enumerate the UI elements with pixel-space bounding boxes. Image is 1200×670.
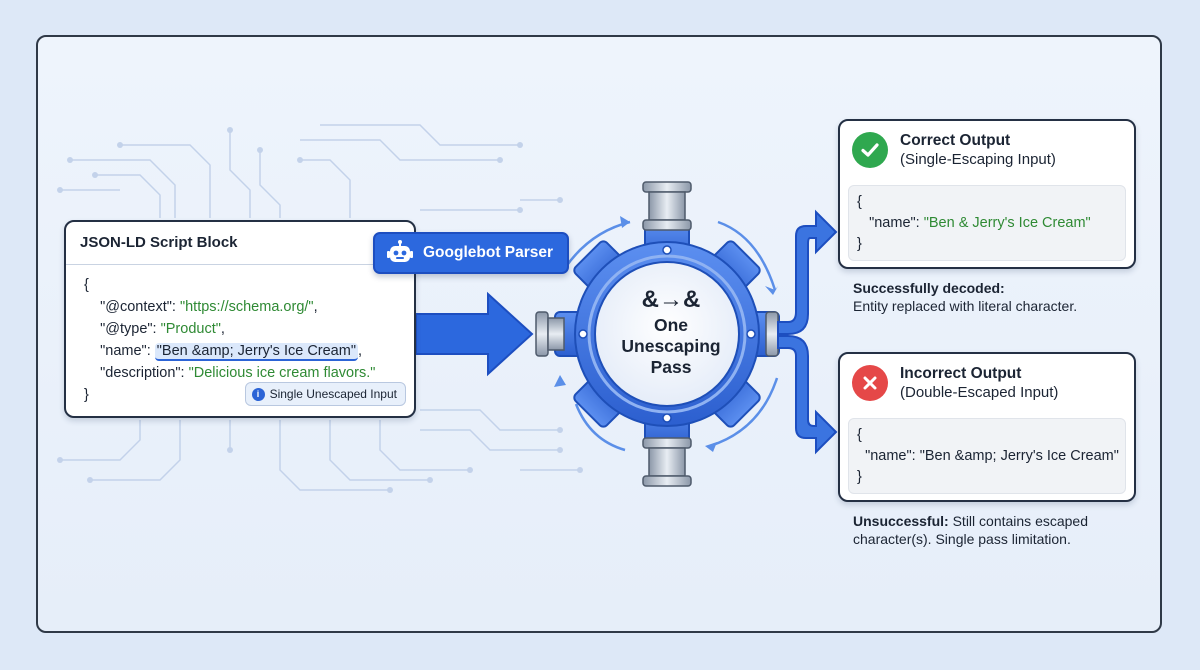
brace-close: } [84, 387, 89, 403]
googlebot-parser-label: Googlebot Parser [373, 232, 569, 274]
pipe-fittings [535, 181, 779, 487]
gear-label-line3: Pass [650, 357, 692, 377]
correct-output-header: Correct Output (Single-Escaping Input) [852, 131, 1056, 169]
incorrect-output-title: Incorrect Output [900, 365, 1022, 382]
highlighted-name-value: "Ben &amp; Jerry's Ice Cream" [154, 343, 358, 361]
circuit-lines [60, 124, 580, 491]
decoded-name-value: "Ben & Jerry's Ice Cream" [923, 215, 1091, 231]
code-line-context: "@context": "https://schema.org/", [100, 299, 318, 315]
input-arrow [415, 291, 534, 377]
entity-transform-symbol: &→& [641, 286, 701, 313]
code-line-name: "name": "Ben &amp; Jerry's Ice Cream", [100, 343, 363, 361]
code-line-description: "description": "Delicious ice cream flav… [100, 365, 376, 381]
incorrect-caption-text: Still contains escaped character(s). Sin… [853, 513, 1089, 547]
correct-output-subtitle: (Single-Escaping Input) [900, 151, 1056, 168]
incorrect-output-header: Incorrect Output (Double-Escaped Input) [852, 364, 1058, 402]
code-line-type: "@type": "Product", [100, 321, 225, 337]
correct-output-title: Correct Output [900, 132, 1011, 149]
correct-output-code: { "name": "Ben & Jerry's Ice Cream" } [848, 185, 1126, 261]
incorrect-caption: Unsuccessful: Still contains escaped cha… [853, 512, 1153, 548]
incorrect-caption-heading: Unsuccessful: [853, 513, 949, 529]
incorrect-output-card: Incorrect Output (Double-Escaped Input) … [838, 352, 1136, 502]
gear-label-line1: One [653, 315, 689, 335]
incorrect-output-code: { "name": "Ben &amp; Jerry's Ice Cream" … [848, 418, 1126, 494]
correct-caption-heading: Successfully decoded: [853, 280, 1005, 296]
json-ld-code: { "@context": "https://schema.org/", "@t… [84, 274, 375, 406]
x-icon [852, 365, 888, 401]
gear-label-line2: Unescaping [621, 336, 721, 356]
output-arrows [777, 209, 838, 455]
json-ld-card-title: JSON-LD Script Block [80, 234, 238, 251]
info-icon: i [251, 387, 265, 401]
unescaping-pass-label: &→& One Unescaping Pass [586, 285, 756, 378]
correct-caption-text: Entity replaced with literal character. [853, 298, 1078, 314]
gear-shape [554, 221, 780, 447]
card-divider [66, 264, 414, 265]
incorrect-output-subtitle: (Double-Escaped Input) [900, 384, 1059, 401]
brace-open: { [84, 277, 89, 293]
single-unescaped-badge: i Single Unescaped Input [244, 382, 406, 406]
escaped-name-value: "Ben &amp; Jerry's Ice Cream" [919, 448, 1119, 464]
check-icon [852, 132, 888, 168]
correct-caption: Successfully decoded: Entity replaced wi… [853, 279, 1143, 315]
badge-label: Single Unescaped Input [269, 387, 397, 401]
robot-icon [387, 240, 413, 262]
googlebot-parser-text: Googlebot Parser [423, 244, 554, 261]
json-ld-card: JSON-LD Script Block { "@context": "http… [64, 220, 416, 418]
correct-output-card: Correct Output (Single-Escaping Input) {… [838, 119, 1136, 269]
